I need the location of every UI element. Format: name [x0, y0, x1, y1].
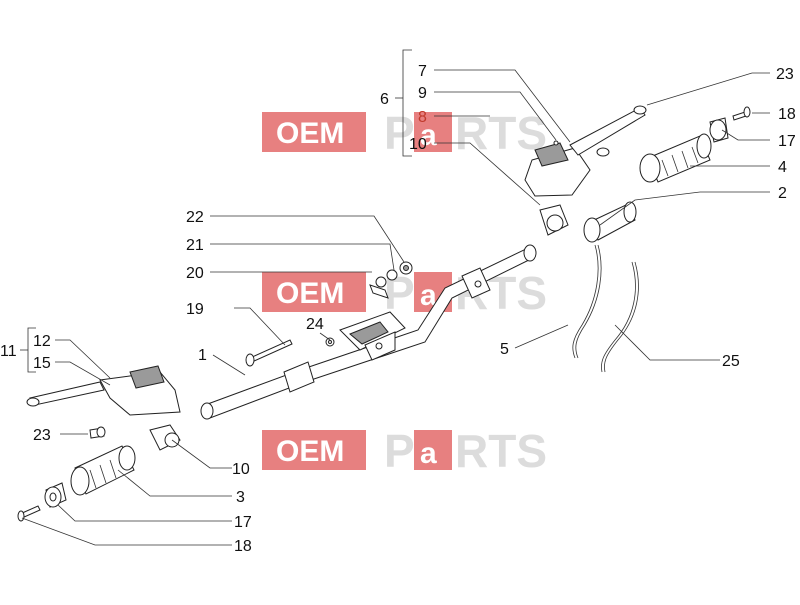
- watermark-middle: OEM BIKE P a RTS: [262, 267, 547, 319]
- callout-18-left: 18: [234, 538, 252, 555]
- handlebar-tube: [200, 244, 537, 420]
- callout-25: 25: [722, 353, 740, 370]
- left-end-cap: [44, 482, 67, 508]
- callout-3: 3: [236, 489, 245, 506]
- callout-6: 6: [380, 91, 389, 108]
- callout-22: 22: [186, 209, 204, 226]
- cable-25: [601, 261, 639, 373]
- cable-5: [572, 244, 602, 359]
- bolt-19: [245, 339, 293, 367]
- watermark-bike-text: BIKE: [365, 130, 374, 150]
- left-adjuster-screw: [89, 426, 106, 439]
- callout-23-right: 23: [776, 66, 794, 83]
- watermark-p-text: P: [384, 425, 415, 477]
- leader-lines: [21, 69, 770, 546]
- callout-7: 7: [418, 63, 427, 80]
- callout-10-right: 10: [409, 136, 427, 153]
- watermark-a-text: a: [420, 119, 437, 152]
- callout-17-right: 17: [778, 133, 796, 150]
- right-end-screw: [732, 106, 751, 121]
- watermark-a-text: a: [420, 279, 437, 312]
- watermark-oem-text: OEM: [276, 277, 344, 310]
- callout-9: 9: [418, 85, 427, 102]
- left-end-screw: [17, 505, 41, 522]
- watermark-a-text: a: [420, 437, 437, 470]
- watermark-bike-text: BIKE: [365, 448, 374, 468]
- callout-5: 5: [500, 341, 509, 358]
- callout-4: 4: [778, 159, 787, 176]
- washer-24: [325, 337, 335, 347]
- watermark-p-text: P: [384, 107, 415, 159]
- watermark-oem-text: OEM: [276, 435, 344, 468]
- right-end-cap: [709, 117, 729, 143]
- watermark-rts-text: RTS: [455, 425, 547, 477]
- callout-24: 24: [306, 316, 324, 333]
- bracket-11: [20, 327, 36, 373]
- watermark-bottom: OEM BIKE P a RTS: [262, 425, 547, 477]
- callout-15: 15: [33, 355, 51, 372]
- watermark-oem-text: OEM: [276, 117, 344, 150]
- callout-11: 11: [0, 343, 17, 360]
- callout-23-left: 23: [33, 427, 51, 444]
- callout-1: 1: [198, 347, 207, 364]
- left-brake-assembly: [26, 365, 181, 451]
- bracket-6: [395, 49, 412, 157]
- watermark-top: OEM BIKE P a RTS: [262, 107, 547, 159]
- callout-12: 12: [33, 333, 51, 350]
- callout-21: 21: [186, 237, 204, 254]
- right-grip-rubber: [639, 133, 712, 183]
- callout-19: 19: [186, 301, 204, 318]
- nut-washer-stack: [369, 261, 413, 299]
- callout-2: 2: [778, 185, 787, 202]
- callout-17-left: 17: [234, 514, 252, 531]
- watermark-rts-text: RTS: [455, 107, 547, 159]
- right-brake-assembly: [524, 105, 647, 236]
- callout-8: 8: [418, 109, 427, 126]
- callout-20: 20: [186, 265, 204, 282]
- watermark-bike-text: BIKE: [365, 290, 374, 310]
- callout-18-right: 18: [778, 106, 796, 123]
- callout-10-left: 10: [232, 461, 250, 478]
- right-grip: [583, 201, 637, 243]
- left-grip: [70, 445, 136, 496]
